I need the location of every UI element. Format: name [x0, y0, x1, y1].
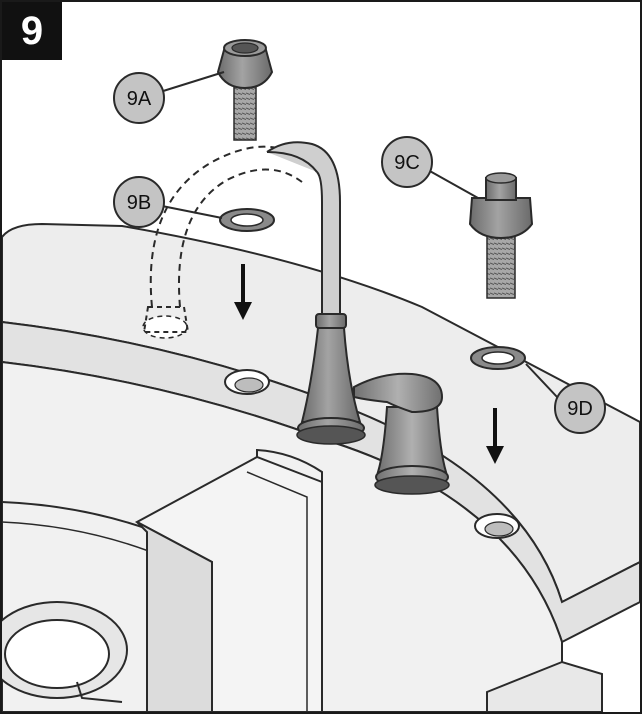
- part-9c-connector: [468, 172, 534, 299]
- svg-text:9B: 9B: [127, 192, 151, 214]
- callout-9c: 9C: [381, 136, 433, 188]
- part-9d-washer: [470, 346, 526, 370]
- mounting-bracket-right: [486, 660, 603, 712]
- callout-9a: 9A: [113, 72, 165, 124]
- svg-text:9C: 9C: [394, 152, 420, 174]
- deck-hole-left: [224, 369, 270, 395]
- step-number-badge: 9: [2, 2, 62, 60]
- deck-hole-hose-outline: [142, 315, 188, 339]
- callout-9b: 9B: [113, 176, 165, 228]
- svg-text:9A: 9A: [127, 88, 152, 110]
- down-arrow-icon: [234, 264, 252, 320]
- callout-9d: 9D: [554, 382, 606, 434]
- part-9a-bolt: [216, 39, 274, 141]
- mounting-bracket: [134, 448, 323, 712]
- down-arrow-icon: [486, 408, 504, 464]
- callout-leaders: [159, 71, 559, 399]
- sink-drain: [2, 601, 128, 703]
- faucet-handle: [352, 372, 450, 495]
- svg-text:9D: 9D: [567, 398, 593, 420]
- part-9b-washer: [219, 208, 275, 232]
- faucet-spout: [266, 141, 366, 445]
- deck-hole-right: [474, 513, 520, 539]
